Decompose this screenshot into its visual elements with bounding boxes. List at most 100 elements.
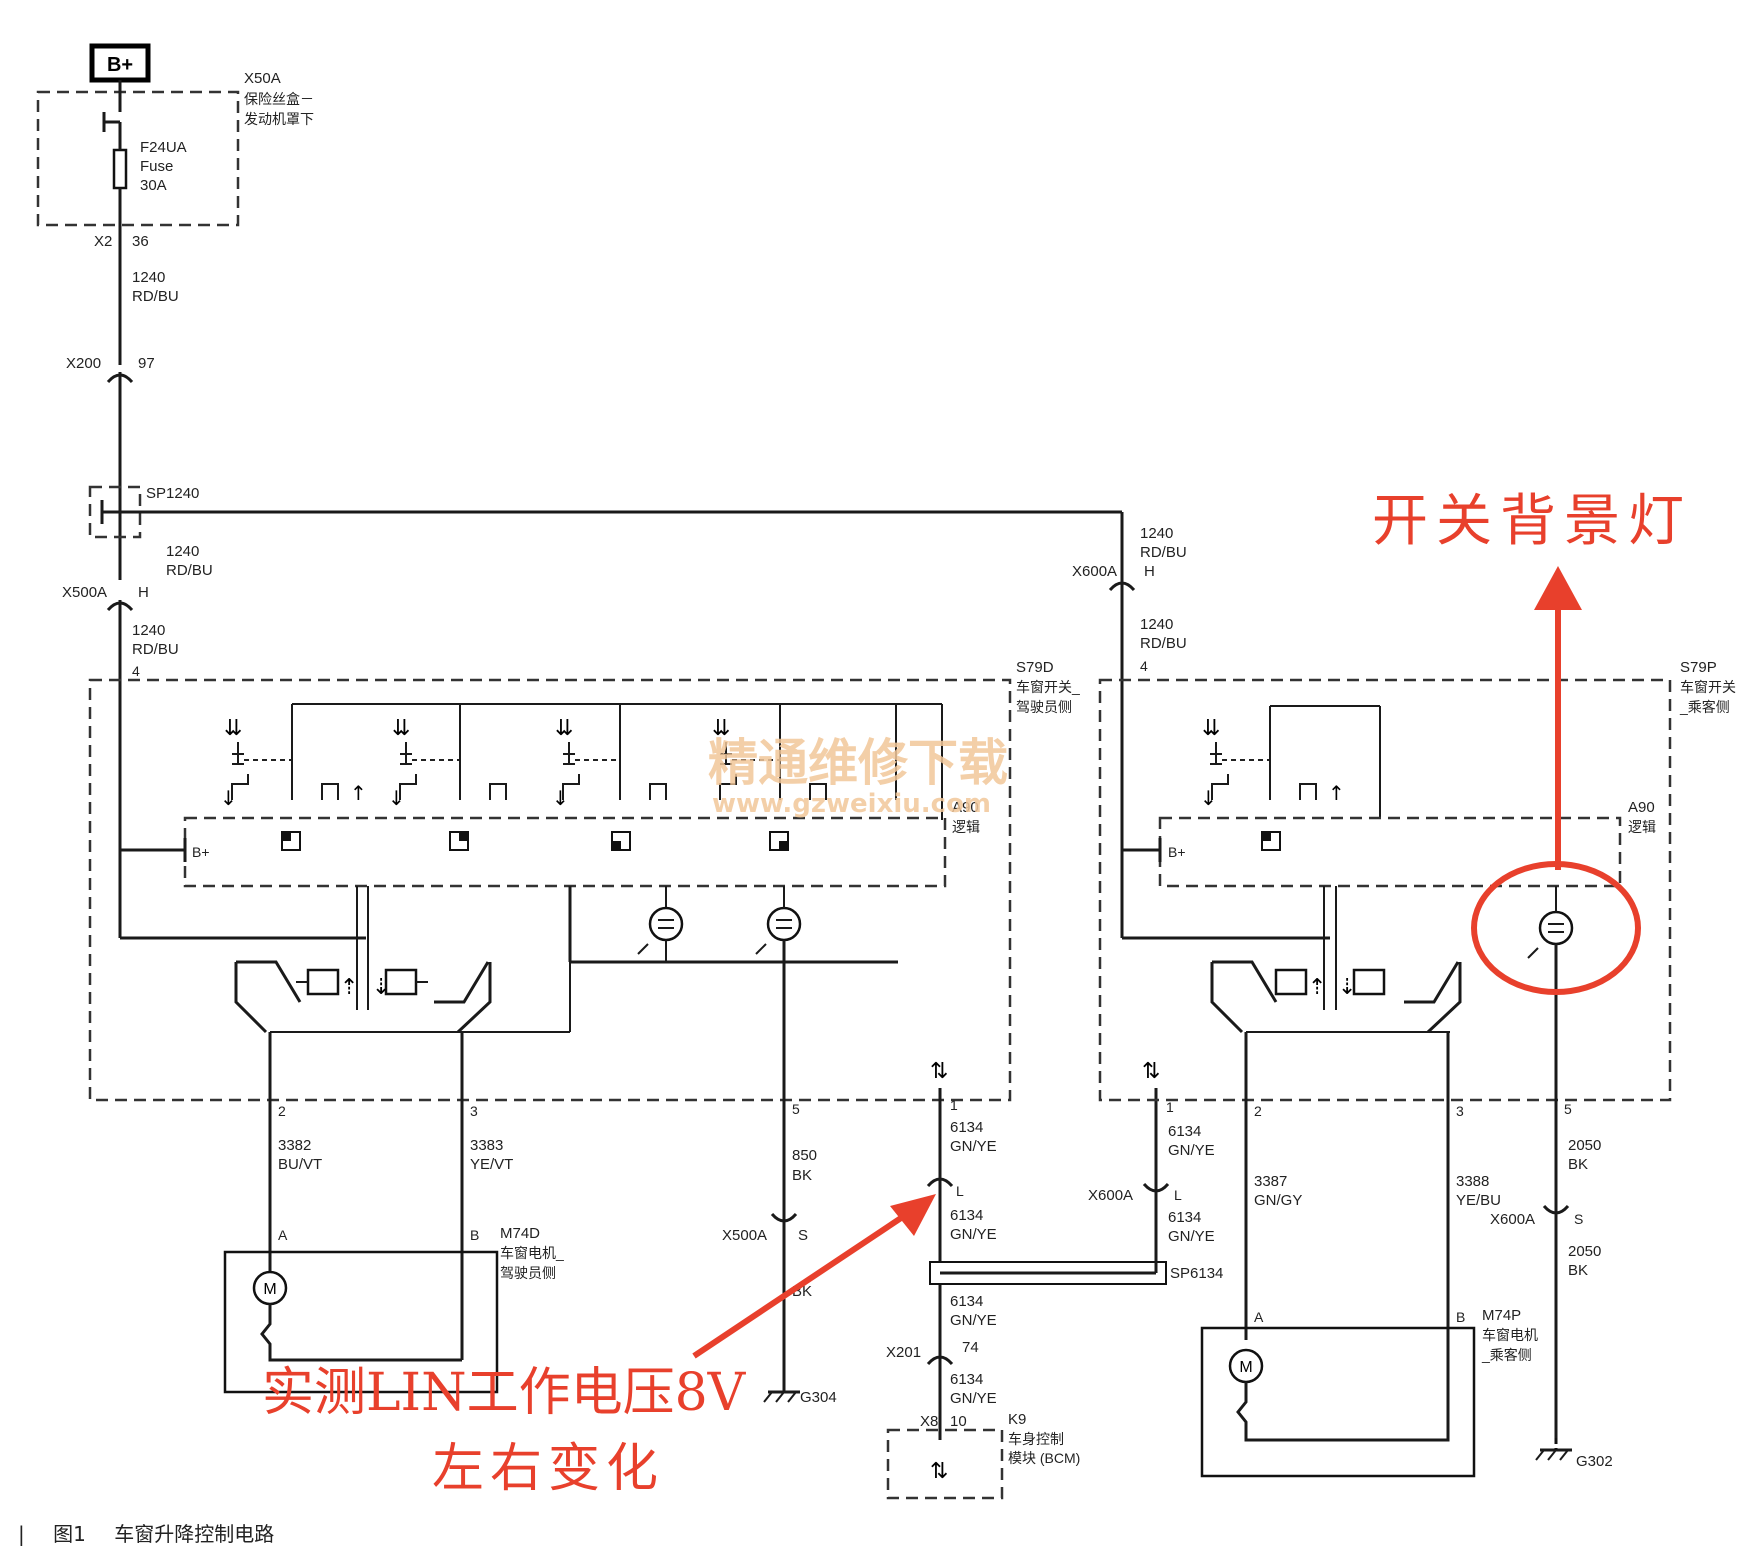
driver-logic-chip-2 — [449, 831, 469, 851]
lamp-icon — [637, 906, 684, 955]
down-arrow-icon: ↓ — [220, 786, 237, 810]
driver-pin-5: 5 — [792, 1101, 800, 1117]
passenger-motor-pin-b: B — [1456, 1309, 1465, 1325]
conn-x600a-s: X600A — [1490, 1211, 1535, 1228]
updown-arrow-icon: ⇊ — [1202, 716, 1220, 741]
updown-arrow-icon: ⇊ — [555, 716, 573, 741]
passenger-motor-id: M74P — [1482, 1307, 1521, 1324]
conn-x2: X2 — [94, 233, 112, 250]
wire-color-bk-c: BK — [1568, 1156, 1588, 1173]
lin-arrow-line — [692, 1209, 912, 1359]
connector-x600a-l-symbol — [1142, 1182, 1170, 1193]
up-arrow-icon: ↑ — [350, 781, 367, 805]
wire-label-1240-e: 1240 — [1140, 616, 1173, 633]
down-arrow-icon: ↓ — [552, 786, 569, 810]
driver-switch-group-4: ⇊ — [712, 704, 897, 800]
wire-label-6134-c: 6134 — [950, 1293, 983, 1310]
wire-label-3383: 3383 — [470, 1137, 503, 1154]
updown-arrow-icon: ⇊ — [712, 716, 730, 741]
wire-label-6134-b: 6134 — [950, 1207, 983, 1224]
passenger-pin-4: 4 — [1140, 658, 1148, 674]
wire-color-gnye-d: GN/YE — [950, 1390, 997, 1407]
driver-logic-chip-1 — [281, 831, 301, 851]
driver-logic-chip-3 — [611, 831, 631, 851]
conn-x200: X200 — [66, 355, 101, 372]
wire-label-1240-b: 1240 — [166, 543, 199, 560]
wire-color-gnye-f: GN/YE — [1168, 1228, 1215, 1245]
wire-label-6134-d: 6134 — [950, 1371, 983, 1388]
bcm-outline — [886, 1428, 1004, 1500]
wire-color-rdbu-a: RD/BU — [132, 288, 179, 305]
lamp-icon — [1527, 910, 1574, 959]
battery-label: B+ — [107, 54, 133, 76]
ground-icon — [1535, 1448, 1572, 1461]
down-arrow-icon: ↓ — [388, 786, 405, 810]
wire-color-gnye-b: GN/YE — [950, 1226, 997, 1243]
passenger-logic-outline — [1158, 816, 1622, 888]
wire-label-2050-b: 2050 — [1568, 1243, 1601, 1260]
fuse-word: Fuse — [140, 158, 173, 175]
splice-sp1240-label: SP1240 — [146, 485, 199, 502]
driver-pin-4: 4 — [132, 663, 140, 679]
up-arrow-icon: ↑ — [1328, 781, 1345, 805]
wire-color-gngy: GN/GY — [1254, 1192, 1302, 1209]
wire-color-yebu: YE/BU — [1456, 1192, 1501, 1209]
backlight-circle — [1471, 861, 1641, 995]
caption-title: 车窗升降控制电路 — [114, 1522, 275, 1546]
svg-text:⇡: ⇡ — [340, 975, 358, 1000]
driver-relay-block: ⇡ ⇣ — [234, 960, 571, 1034]
fuse-rating: 30A — [140, 177, 167, 194]
driver-logic-desc: 逻辑 — [952, 819, 980, 835]
svg-text:M: M — [263, 1281, 276, 1298]
wire-color-gnye-c: GN/YE — [950, 1312, 997, 1329]
conn-x600a-l: X600A — [1088, 1187, 1133, 1204]
driver-switch-group-3: ⇊ ↓ — [552, 704, 667, 810]
pin-36: 36 — [132, 233, 149, 250]
driver-pin-s: S — [798, 1227, 808, 1244]
wire-label-3387: 3387 — [1254, 1173, 1287, 1190]
fusebox-desc-2: 发动机罩下 — [244, 111, 314, 127]
passenger-motor-box — [1200, 1326, 1476, 1478]
passenger-pin-s: S — [1574, 1211, 1583, 1227]
passenger-switch-desc-2: _乘客侧 — [1679, 699, 1730, 715]
motor-icon: M — [1228, 1348, 1264, 1384]
watermark-url: www.gzweixiu.com — [712, 789, 991, 819]
fusebox-outline — [36, 90, 240, 227]
passenger-pin-5: 5 — [1564, 1101, 1572, 1117]
wire-color-buvt: BU/VT — [278, 1156, 322, 1173]
connector-x600a-s-symbol — [1542, 1204, 1570, 1215]
wire-label-6134-e: 6134 — [1168, 1123, 1201, 1140]
driver-switch-id: S79D — [1016, 659, 1054, 676]
passenger-ground-label: G302 — [1576, 1453, 1613, 1470]
watermark-title: 精通维修下载 — [708, 734, 1008, 792]
updown-arrow-icon: ⇅ — [930, 1059, 948, 1084]
passenger-lin-pin-1: 1 — [1166, 1099, 1174, 1115]
svg-text:⇣: ⇣ — [372, 975, 390, 1000]
driver-switch-desc-2: 驾驶员侧 — [1016, 699, 1072, 715]
driver-motor-desc-2: 驾驶员侧 — [500, 1265, 556, 1281]
passenger-switch-desc-1: 车窗开关 — [1680, 679, 1736, 695]
driver-motor-loop — [260, 1304, 462, 1362]
wire-color-rdbu-b: RD/BU — [166, 562, 213, 579]
driver-pin-2: 2 — [278, 1103, 286, 1119]
caption-marker: | — [18, 1522, 25, 1546]
pin-h-left: H — [138, 584, 149, 601]
fuse-id: F24UA — [140, 139, 187, 156]
battery-block: B+ — [89, 43, 151, 83]
connector-x201-symbol — [926, 1355, 954, 1366]
driver-motor-pin-b: B — [470, 1227, 479, 1243]
driver-switch-outline — [88, 678, 1012, 1102]
pin-h-right: H — [1144, 563, 1155, 580]
conn-x500a-s: X500A — [722, 1227, 767, 1244]
passenger-logic-bplus: B+ — [1168, 844, 1186, 860]
wire-label-1240-a: 1240 — [132, 269, 165, 286]
conn-x201: X201 — [886, 1344, 921, 1361]
splice-sp1240-outline — [88, 485, 142, 539]
wire-color-rdbu-e: RD/BU — [1140, 635, 1187, 652]
passenger-switch-group: ⇊ ↑ ↓ — [1200, 705, 1381, 818]
conn-x600a-h: X600A — [1072, 563, 1117, 580]
splice-sp6134-label: SP6134 — [1170, 1265, 1223, 1282]
svg-text:⇡: ⇡ — [1308, 975, 1326, 1000]
wire-label-1240-c: 1240 — [132, 622, 165, 639]
fusebox-id: X50A — [244, 70, 281, 87]
